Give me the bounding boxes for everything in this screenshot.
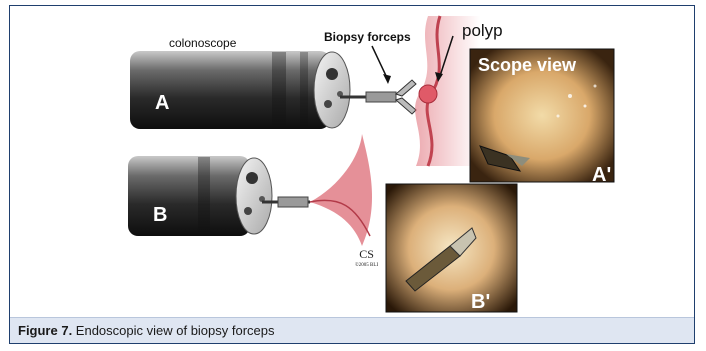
panel-a-label: A	[155, 92, 169, 115]
scope-view-label: Scope view	[478, 55, 576, 76]
panel-b-prime-label: B'	[471, 291, 490, 314]
colonoscope-label: colonoscope	[169, 36, 236, 50]
panel-a-prime-label: A'	[592, 164, 611, 187]
cs-logo: CS ©2005 BLI	[355, 248, 378, 272]
figure-caption-label: Figure 7.	[18, 323, 72, 338]
illustration-svg	[10, 6, 696, 318]
cs-logo-text: ©2005 BLI	[355, 260, 378, 272]
tissue-tented-b	[310, 134, 372, 246]
colonoscope-a	[130, 51, 350, 129]
scope-view-b-prime	[386, 184, 517, 312]
figure-frame: colonoscope Biopsy forceps polyp A B Sco…	[9, 5, 695, 344]
figure-caption-text: Endoscopic view of biopsy forceps	[72, 323, 274, 338]
cs-logo-letters: CS	[359, 247, 374, 261]
biopsy-forceps-label: Biopsy forceps	[324, 30, 411, 44]
panel-b-label: B	[153, 204, 167, 227]
polyp-label: polyp	[462, 21, 503, 41]
biopsy-forceps-a	[340, 80, 416, 114]
figure-caption: Figure 7. Endoscopic view of biopsy forc…	[10, 317, 694, 343]
colonoscope-b	[128, 156, 272, 236]
figure-illustration: colonoscope Biopsy forceps polyp A B Sco…	[10, 6, 696, 318]
